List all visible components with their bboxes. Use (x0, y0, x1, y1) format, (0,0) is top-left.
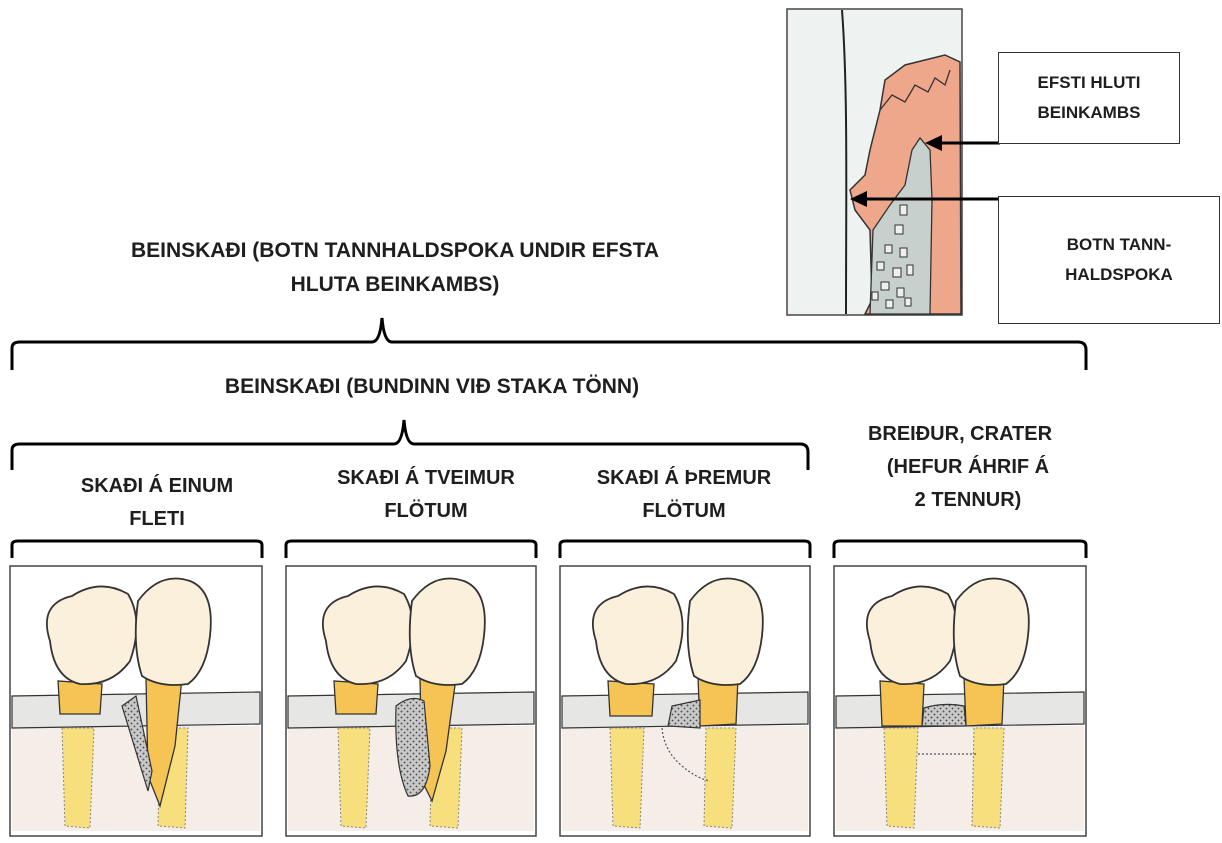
callout-pocket-line-2: HALDSPOKA (1065, 260, 1173, 290)
bracket-one-wall (12, 541, 262, 558)
category-one-wall-line-2: FLETI (12, 503, 302, 536)
category-two-wall: SKAÐI Á TVEIMUR FLÖTUM (286, 462, 566, 528)
bracket-two-wall (286, 541, 536, 558)
panel-three-wall (560, 566, 810, 836)
category-three-wall-line-1: SKAÐI Á ÞREMUR (556, 462, 812, 495)
callout-pocket: BOTN TANN- HALDSPOKA (998, 196, 1220, 324)
category-three-wall-line-2: FLÖTUM (556, 495, 812, 528)
sub-title: BEINSKAÐI (BUNDINN VIÐ STAKA TÖNN) (12, 370, 852, 404)
crater-line-1: BREIÐUR, CRATER (835, 418, 1085, 451)
crater-line-2: (HEFUR ÁHRIF Á (835, 451, 1085, 484)
panel-one-wall (10, 566, 262, 836)
sub-title-text: BEINSKAÐI (BUNDINN VIÐ STAKA TÖNN) (12, 370, 852, 404)
callout-crest-line-2: BEINKAMBS (1038, 98, 1141, 128)
category-three-wall: SKAÐI Á ÞREMUR FLÖTUM (556, 462, 812, 528)
category-one-wall: SKAÐI Á EINUM FLETI (12, 470, 302, 536)
main-title-line-2: HLUTA BEINKAMBS) (0, 268, 790, 302)
bracket-crater (834, 541, 1086, 558)
callout-pocket-line-1: BOTN TANN- (1067, 230, 1172, 260)
crater-label: BREIÐUR, CRATER (HEFUR ÁHRIF Á 2 TENNUR) (835, 418, 1085, 517)
callout-crest-line-1: EFSTI HLUTI (1038, 68, 1141, 98)
main-brace (12, 318, 1086, 370)
crater-line-3: 2 TENNUR) (835, 484, 1085, 517)
main-title: BEINSKAÐI (BOTN TANNHALDSPOKA UNDIR EFST… (0, 234, 790, 302)
callout-crest: EFSTI HLUTI BEINKAMBS (998, 52, 1180, 144)
category-one-wall-line-1: SKAÐI Á EINUM (12, 470, 302, 503)
panel-two-wall (286, 566, 536, 836)
main-title-line-1: BEINSKAÐI (BOTN TANNHALDSPOKA UNDIR EFST… (0, 234, 790, 268)
category-two-wall-line-2: FLÖTUM (286, 495, 566, 528)
category-two-wall-line-1: SKAÐI Á TVEIMUR (286, 462, 566, 495)
bracket-three-wall (560, 541, 810, 558)
panel-crater (834, 566, 1086, 836)
pocket-inset-illustration (787, 9, 962, 315)
